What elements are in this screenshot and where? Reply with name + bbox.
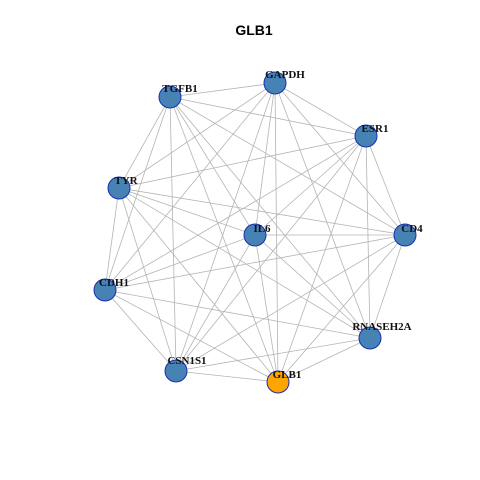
node-csn1s1: [164, 359, 188, 383]
edge-cd4-glb1: [277, 234, 406, 383]
edge-esr1-il6: [254, 135, 367, 236]
node-tgfb1: [158, 85, 182, 109]
edge-il6-rnaseh2a: [254, 234, 371, 339]
diagram-title: GLB1: [235, 22, 273, 38]
edge-tgfb1-cdh1: [104, 96, 171, 291]
edge-tyr-glb1: [118, 187, 279, 383]
edge-cdh1-rnaseh2a: [104, 289, 371, 339]
edge-cd4-rnaseh2a: [369, 234, 406, 339]
edge-tgfb1-glb1: [169, 96, 279, 383]
node-label-cdh1: CDH1: [99, 277, 129, 289]
node-label-esr1: ESR1: [362, 123, 389, 135]
node-il6: [243, 223, 267, 247]
edge-tgfb1-rnaseh2a: [169, 96, 371, 339]
edge-csn1s1-glb1: [175, 370, 279, 383]
node-cd4: [393, 223, 417, 247]
node-gapdh: [263, 71, 287, 95]
edge-gapdh-glb1: [274, 82, 279, 383]
edge-esr1-tyr: [118, 135, 367, 189]
node-glb1: [266, 370, 290, 394]
node-layer: [93, 71, 417, 394]
edge-esr1-glb1: [277, 135, 367, 383]
edge-cdh1-glb1: [104, 289, 279, 383]
edge-gapdh-esr1: [274, 82, 367, 137]
edge-tyr-cdh1: [104, 187, 120, 291]
edge-tyr-csn1s1: [118, 187, 177, 372]
edge-gapdh-csn1s1: [175, 82, 276, 372]
node-label-il6: IL6: [253, 223, 271, 235]
node-cdh1: [93, 278, 117, 302]
node-label-glb1: GLB1: [273, 369, 302, 381]
edge-tyr-il6: [118, 187, 256, 236]
edge-il6-csn1s1: [175, 234, 256, 372]
edge-layer: [104, 82, 406, 383]
edge-esr1-cd4: [365, 135, 406, 236]
node-esr1: [354, 124, 378, 148]
edge-rnaseh2a-glb1: [277, 337, 371, 383]
edge-tgfb1-esr1: [169, 96, 367, 137]
node-label-cd4: CD4: [401, 223, 423, 235]
edge-tyr-cd4: [118, 187, 406, 236]
edge-gapdh-tgfb1: [169, 82, 276, 98]
node-label-gapdh: GAPDH: [265, 69, 305, 81]
edge-tgfb1-cd4: [169, 96, 406, 236]
node-label-rnaseh2a: RNASEH2A: [352, 321, 411, 333]
node-rnaseh2a: [358, 326, 382, 350]
edge-tgfb1-il6: [169, 96, 256, 236]
node-label-tyr: TYR: [114, 175, 138, 187]
edge-tyr-rnaseh2a: [118, 187, 371, 339]
edge-gapdh-rnaseh2a: [274, 82, 371, 339]
edge-cd4-cdh1: [104, 234, 406, 291]
edge-gapdh-cdh1: [104, 82, 276, 291]
node-tyr: [107, 176, 131, 200]
edge-tgfb1-csn1s1: [169, 96, 177, 372]
node-label-csn1s1: CSN1S1: [167, 355, 206, 367]
edge-gapdh-il6: [254, 82, 276, 236]
edge-esr1-rnaseh2a: [365, 135, 371, 339]
edge-il6-cdh1: [104, 234, 256, 291]
edge-esr1-cdh1: [104, 135, 367, 291]
edge-il6-glb1: [254, 234, 279, 383]
edge-cdh1-csn1s1: [104, 289, 177, 372]
node-label-tgfb1: TGFB1: [162, 83, 197, 95]
edge-tgfb1-tyr: [118, 96, 171, 189]
edge-esr1-csn1s1: [175, 135, 367, 372]
edge-csn1s1-rnaseh2a: [175, 337, 371, 372]
